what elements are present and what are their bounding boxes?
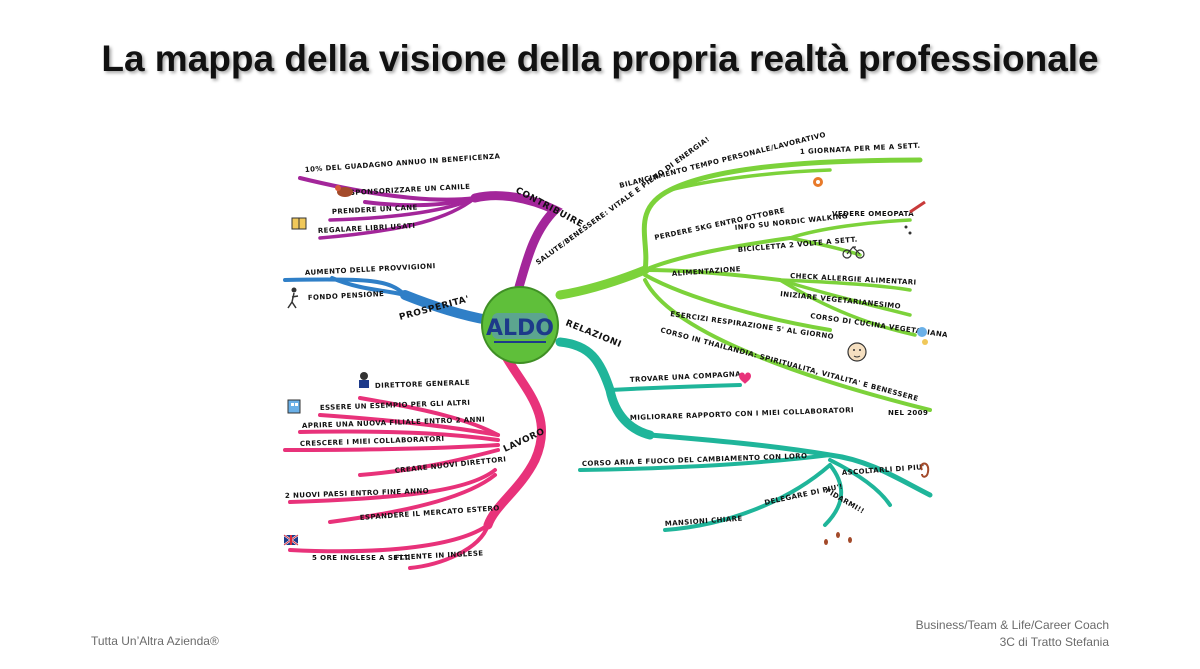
syringe-icon xyxy=(904,200,926,235)
branch-contribuire xyxy=(298,176,563,305)
prosperita-item-2: FONDO PENSIONE xyxy=(308,290,385,302)
relazioni-item-4: ASCOLTARLI DI PIU' xyxy=(842,463,925,477)
heart-icon xyxy=(739,372,751,384)
footer-coach-name: 3C di Tratto Stefania xyxy=(999,635,1109,649)
bicycle-icon xyxy=(842,246,865,259)
mind-map-drawing: ALDO CONTRIBUIRE 10% DEL GUADAGNO ANNUO … xyxy=(283,131,949,570)
footer-coach: Business/Team & Life/Career Coach 3C di … xyxy=(916,617,1109,651)
dog-icon xyxy=(335,185,353,197)
footer-coach-role: Business/Team & Life/Career Coach xyxy=(915,618,1109,632)
ear-icon xyxy=(920,462,930,478)
relazioni-item-1: TROVARE UNA COMPAGNA xyxy=(630,370,742,384)
branch-lavoro xyxy=(283,350,547,570)
lavoro-item-7: ESPANDERE IL MERCATO ESTERO xyxy=(360,504,500,522)
lavoro-item-8: 5 ORE INGLESE A SETT. xyxy=(312,554,411,562)
footer-company: Tutta Un’Altra Azienda® xyxy=(91,634,219,648)
clock-icon xyxy=(813,177,823,187)
salute-item-12: CORSO IN THAILANDIA: SPIRITUALITA, VITAL… xyxy=(659,326,919,403)
prosperita-item-1: AUMENTO DELLE PROVVIGIONI xyxy=(305,262,436,277)
mind-map: ALDO CONTRIBUIRE 10% DEL GUADAGNO ANNUO … xyxy=(270,130,960,590)
branch-prosperita xyxy=(283,276,493,325)
lavoro-item-4: CRESCERE I MIEI COLLABORATORI xyxy=(300,435,445,448)
contribuire-item-2: SPONSORIZZARE UN CANILE xyxy=(350,183,471,197)
meditation-face-icon xyxy=(847,342,867,362)
salute-item-9: INIZIARE VEGETARIANESIMO xyxy=(780,290,902,311)
salute-item-3: VEDERE OMEOPATA xyxy=(832,210,914,218)
branch-salute xyxy=(555,157,932,412)
contribuire-item-1: 10% DEL GUADAGNO ANNUO IN BENEFICENZA xyxy=(305,152,501,174)
lavoro-item-1: DIRETTORE GENERALE xyxy=(375,379,471,390)
center-node: ALDO xyxy=(481,286,559,364)
salute-item-13: NEL 2009 xyxy=(888,409,928,417)
building-icon xyxy=(287,399,301,414)
director-icon xyxy=(359,372,369,388)
footprints-icon xyxy=(824,532,852,545)
branch-relazioni xyxy=(555,337,933,532)
uk-flag-icon xyxy=(283,534,299,546)
person-running-icon xyxy=(287,287,299,309)
salute-item-1: 1 GIORNATA PER ME A SETT. xyxy=(800,142,921,156)
chef-icon xyxy=(917,327,928,345)
label-salute: SALUTE/BENESSERE: VITALE E PIENO DI ENER… xyxy=(534,135,711,267)
lavoro-item-2: ESSERE UN ESEMPIO PER GLI ALTRI xyxy=(320,399,471,412)
center-label: ALDO xyxy=(486,316,554,341)
book-icon xyxy=(291,217,307,230)
relazioni-item-2: MIGLIORARE RAPPORTO CON I MIEI COLLABORA… xyxy=(630,406,854,422)
slide-title: La mappa della visione della propria rea… xyxy=(101,38,1099,79)
